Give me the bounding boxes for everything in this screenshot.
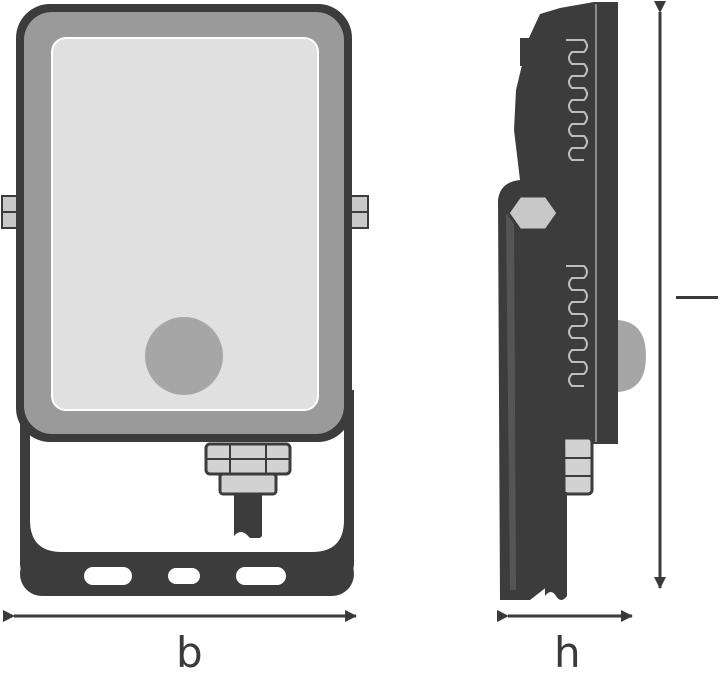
side-cable (545, 492, 567, 600)
dimension-lines (3, 1, 666, 622)
dimension-length-label (676, 296, 718, 299)
bracket-slot-right (236, 567, 286, 585)
motion-sensor (145, 317, 223, 395)
cable (234, 490, 262, 540)
bracket-slot-left (84, 567, 132, 585)
dimension-depth-label: h (554, 628, 581, 677)
top-lug (520, 38, 534, 66)
cooling-fins (566, 39, 588, 387)
bracket-slot-middle (168, 568, 200, 584)
lens (51, 37, 319, 411)
side-motion-sensor (618, 320, 646, 392)
pivot-bolt-right (349, 195, 369, 229)
dimension-width-label: b (176, 628, 203, 677)
side-cable-gland (560, 436, 594, 496)
pivot-bolt-left (1, 195, 21, 229)
side-view (498, 2, 646, 602)
hinge-bolt (506, 194, 560, 232)
cable-gland (204, 442, 292, 496)
front-view (1, 4, 369, 596)
